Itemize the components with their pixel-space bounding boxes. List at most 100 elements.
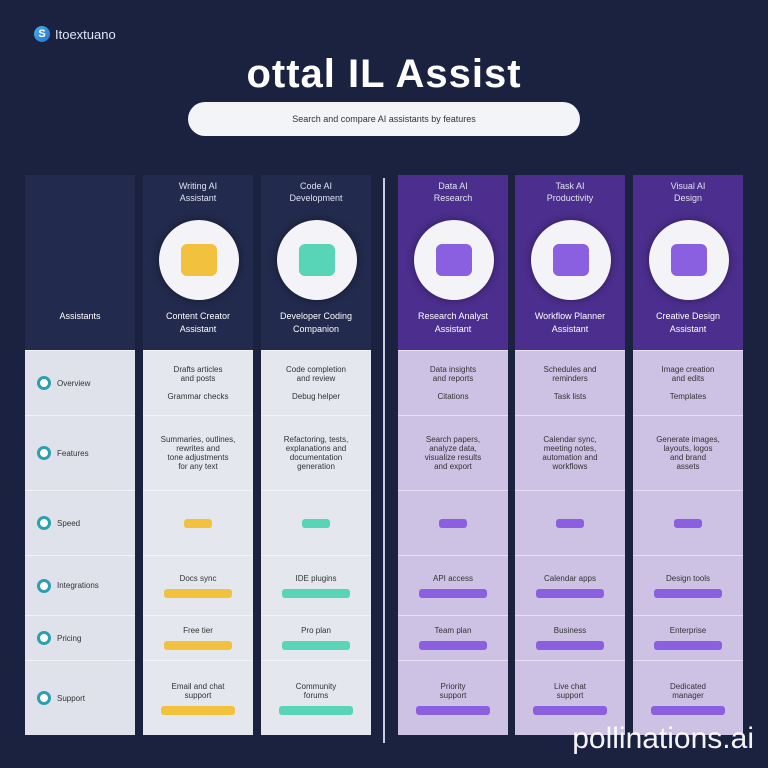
row-label-text: Pricing xyxy=(57,633,82,643)
rating-bar xyxy=(418,588,488,598)
table-cell xyxy=(398,490,508,555)
table-cell: Drafts articles and posts Grammar checks xyxy=(143,350,253,415)
table-cell: Business xyxy=(515,615,625,660)
logo-mark-icon: S xyxy=(34,26,50,42)
column-title: Data AI Research xyxy=(433,181,473,203)
rating-bar xyxy=(281,641,351,650)
table-cell: Live chat support xyxy=(515,660,625,735)
rating-bar xyxy=(535,641,605,650)
assistant-badge[interactable] xyxy=(649,220,729,300)
table-cell: Search papers, analyze data, visualize r… xyxy=(398,415,508,490)
cell-text: Dedicated manager xyxy=(669,681,707,700)
column-title: Visual AI Design xyxy=(670,181,706,203)
assistant-name: Research Analyst Assistant xyxy=(417,311,489,334)
label-column-name: Assistants xyxy=(59,311,101,321)
assistant-badge[interactable] xyxy=(531,220,611,300)
column-title: Writing AI Assistant xyxy=(178,181,218,203)
cell-text: Pro plan xyxy=(301,626,331,635)
row-icon xyxy=(37,376,51,390)
row-icon xyxy=(37,691,51,705)
table-cell: Image creation and edits Templates xyxy=(633,350,743,415)
table-cell: Enterprise xyxy=(633,615,743,660)
rating-bar xyxy=(184,518,212,528)
table-cell: Priority support xyxy=(398,660,508,735)
assistant-badge[interactable] xyxy=(159,220,239,300)
row-label: Support xyxy=(25,660,135,735)
table-cell: IDE plugins xyxy=(261,555,371,615)
rating-bar xyxy=(674,518,702,528)
cell-text: Calendar sync, meeting notes, automation… xyxy=(542,435,598,471)
rating-bar xyxy=(533,705,607,715)
cell-text: Business xyxy=(553,626,587,635)
table-cell: Schedules and reminders Task lists xyxy=(515,350,625,415)
row-label-text: Integrations xyxy=(57,581,99,590)
table-cell: Pro plan xyxy=(261,615,371,660)
cell-text: Drafts articles and posts Grammar checks xyxy=(167,365,229,401)
cell-text: Summaries, outlines, rewrites and tone a… xyxy=(160,435,236,471)
cell-text: Image creation and edits Templates xyxy=(661,365,715,401)
cell-text: Data insights and reports Citations xyxy=(429,365,477,401)
table-cell: Community forums xyxy=(261,660,371,735)
table-cell: Team plan xyxy=(398,615,508,660)
rating-bar xyxy=(418,641,488,650)
cell-text: API access xyxy=(432,573,473,583)
table-cell xyxy=(633,490,743,555)
rating-bar xyxy=(416,705,490,715)
column-title: Task AI Productivity xyxy=(546,181,594,203)
bot-icon xyxy=(299,244,335,276)
cell-text: IDE plugins xyxy=(295,573,337,583)
clipboard-icon xyxy=(553,244,589,276)
page-title: ottal IL Assist xyxy=(246,52,522,96)
rating-bar xyxy=(279,705,353,715)
column-title: Code AI Development xyxy=(289,181,343,203)
row-label: Pricing xyxy=(25,615,135,660)
row-icon xyxy=(37,631,51,645)
table-cell xyxy=(261,490,371,555)
cell-text: Calendar apps xyxy=(543,573,597,583)
assistant-name: Creative Design Assistant xyxy=(655,311,721,334)
chart-icon xyxy=(436,244,472,276)
document-icon xyxy=(181,244,217,276)
rating-bar xyxy=(556,518,584,528)
assistant-badge[interactable] xyxy=(277,220,357,300)
table-cell: Summaries, outlines, rewrites and tone a… xyxy=(143,415,253,490)
cell-text: Search papers, analyze data, visualize r… xyxy=(424,435,482,471)
row-label: Overview xyxy=(25,350,135,415)
watermark: pollinations.ai xyxy=(572,722,754,755)
row-label-text: Support xyxy=(57,693,86,703)
assistant-badge[interactable] xyxy=(414,220,494,300)
rating-bar xyxy=(302,518,330,528)
table-cell xyxy=(143,490,253,555)
cell-text: Code completion and review Debug helper xyxy=(285,365,347,401)
search-bar[interactable]: Search and compare AI assistants by feat… xyxy=(188,102,580,136)
rating-bar xyxy=(651,705,725,715)
search-text: Search and compare AI assistants by feat… xyxy=(292,114,476,124)
row-label-text: Speed xyxy=(57,518,81,528)
row-label: Features xyxy=(25,415,135,490)
table-cell: Generate images, layouts, logos and bran… xyxy=(633,415,743,490)
cell-text: Refactoring, tests, explanations and doc… xyxy=(283,435,349,471)
row-icon xyxy=(37,446,51,460)
cell-text: Team plan xyxy=(434,626,472,635)
rating-bar xyxy=(653,588,723,598)
rating-bar xyxy=(653,641,723,650)
table-cell: Calendar sync, meeting notes, automation… xyxy=(515,415,625,490)
label-column-header: Assistants xyxy=(25,175,135,350)
cell-text: Schedules and reminders Task lists xyxy=(543,365,597,401)
table-cell: Dedicated manager xyxy=(633,660,743,735)
table-cell xyxy=(515,490,625,555)
rating-bar xyxy=(439,518,467,528)
assistant-name: Content Creator Assistant xyxy=(165,311,231,334)
rating-bar xyxy=(163,588,233,598)
table-cell: Free tier xyxy=(143,615,253,660)
